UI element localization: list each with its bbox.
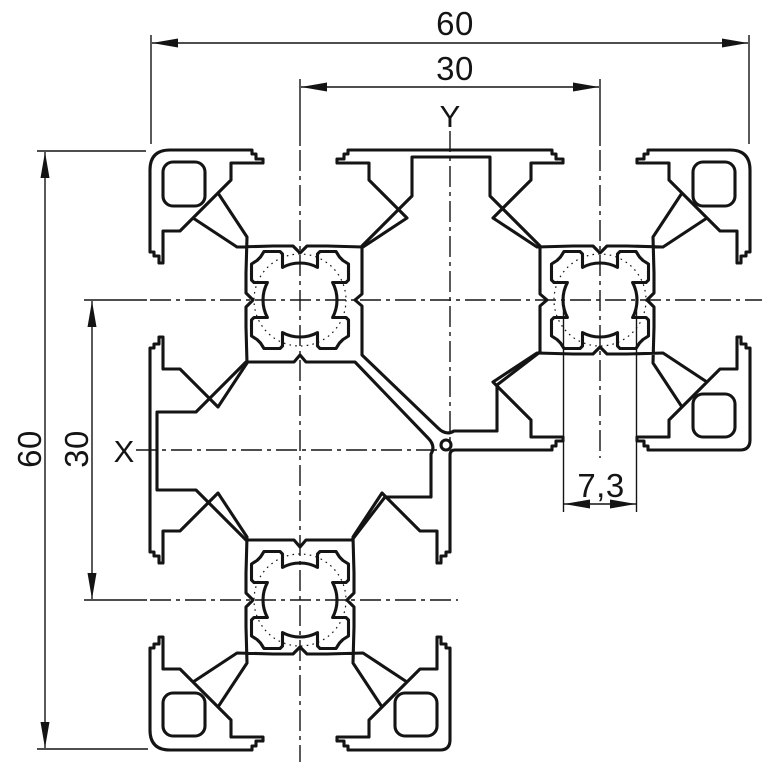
dimension-left-60: 60 <box>11 150 148 750</box>
corner-chambers <box>161 160 737 738</box>
arrow-bottom <box>87 573 97 599</box>
dim-label-left-60: 60 <box>11 430 48 468</box>
x-axis-label: X <box>114 434 135 469</box>
cavity-top-junction <box>353 155 549 435</box>
inner-corner-hole <box>439 438 453 452</box>
y-axis-label: Y <box>440 99 461 134</box>
chamber-top-right <box>691 160 737 208</box>
arrow-top <box>87 301 97 327</box>
arrow-top <box>40 152 50 178</box>
arrow-left <box>564 499 590 509</box>
dim-label-left-30: 30 <box>58 430 95 468</box>
arrow-bottom <box>40 722 50 748</box>
arrow-right <box>573 82 599 92</box>
core-top-right <box>549 249 651 351</box>
core-top-left <box>249 249 351 351</box>
arrow-left <box>301 82 327 92</box>
screw-cores <box>249 249 651 651</box>
chamber-top-left <box>161 160 207 208</box>
dimension-left-30: 30 <box>58 299 147 601</box>
dim-label-top-30: 30 <box>436 50 474 87</box>
arrow-right <box>722 38 748 48</box>
arrow-right <box>610 499 636 509</box>
axis-labels: Y X <box>114 99 461 469</box>
core-bottom-left <box>249 549 351 651</box>
dimension-top-60: 60 <box>150 5 750 144</box>
core-bottom-left-thread-circle <box>253 553 347 647</box>
dimension-top-30: 30 <box>299 50 601 146</box>
dim-label-bore: 7,3 <box>577 467 624 504</box>
dimension-bore-7-3: 7,3 <box>562 300 638 512</box>
core-top-right-thread-circle <box>553 253 647 347</box>
chamber-bottom-leg-right <box>393 691 439 738</box>
dim-label-top-60: 60 <box>436 5 474 42</box>
profile-outer-contour <box>148 148 752 752</box>
chamber-bottom-left <box>161 691 207 738</box>
core-top-left-thread-circle <box>253 253 347 347</box>
arrow-left <box>152 38 178 48</box>
center-lines <box>136 131 762 762</box>
chamber-right-leg-bottom <box>691 392 737 439</box>
cavity-left-junction <box>155 353 435 549</box>
